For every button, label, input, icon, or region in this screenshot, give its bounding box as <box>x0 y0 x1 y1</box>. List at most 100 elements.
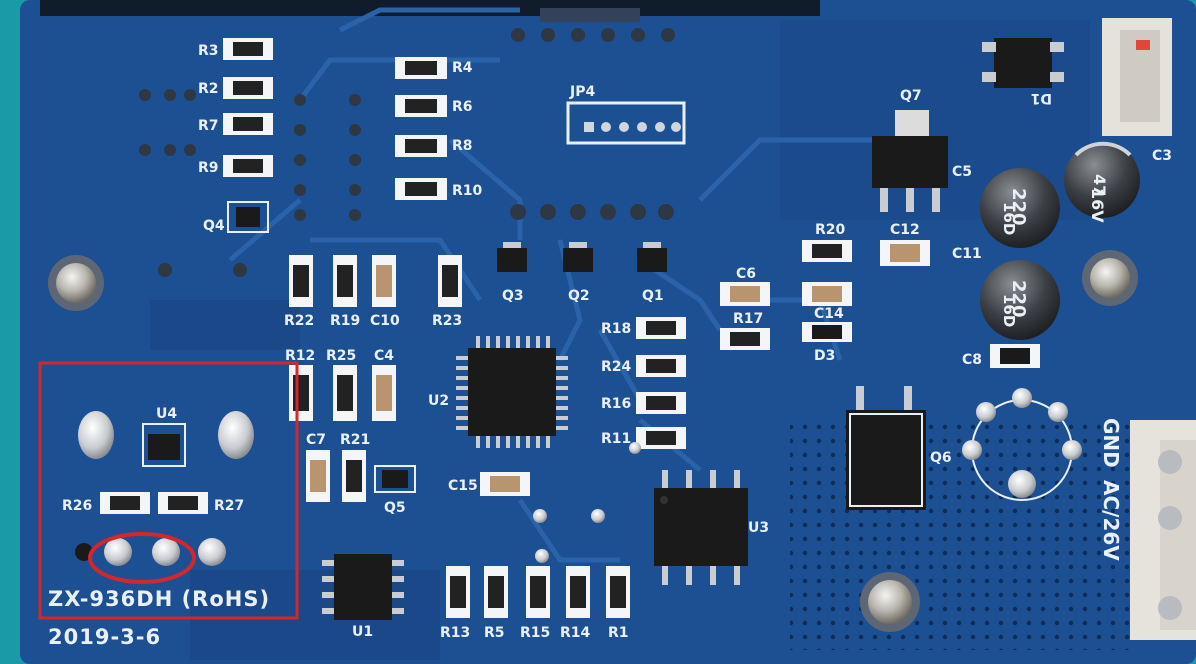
capacitor-c8 <box>990 344 1040 368</box>
label-c4: C4 <box>374 348 394 364</box>
screw-left <box>48 255 104 311</box>
label-c10: C10 <box>370 313 400 329</box>
c3-voltage: 16V <box>1088 188 1107 223</box>
resistor-r23 <box>438 255 462 307</box>
resistor-r21 <box>342 450 366 502</box>
mid-via-row <box>510 204 674 220</box>
label-ac26v: AC/26V <box>1099 480 1123 561</box>
label-q6: Q6 <box>930 450 952 466</box>
resistor-r5 <box>484 566 508 618</box>
resistor-r17 <box>720 328 770 350</box>
regulator-q7 <box>872 110 948 212</box>
label-r15: R15 <box>520 625 550 641</box>
capacitor-c3: 47 16V <box>1064 141 1140 223</box>
label-r12: R12 <box>285 348 315 364</box>
ic-u2 <box>456 336 568 448</box>
label-q1: Q1 <box>642 288 664 304</box>
u3-vias <box>533 442 641 563</box>
sensor-pad-1 <box>104 538 132 566</box>
top-right-connector <box>1102 18 1172 136</box>
right-connector <box>1130 420 1196 640</box>
label-r18: R18 <box>601 321 631 337</box>
u4-pad-left <box>78 411 114 459</box>
screw-bottom <box>860 572 920 632</box>
label-c3: C3 <box>1152 148 1172 164</box>
resistor-r9 <box>223 155 273 177</box>
label-r5: R5 <box>484 625 505 641</box>
copper-pour <box>150 300 300 350</box>
label-r2: R2 <box>198 81 219 97</box>
c11-value: 220 <box>1008 280 1029 318</box>
label-c7: C7 <box>306 432 326 448</box>
transistor-q3 <box>497 242 527 272</box>
label-r1: R1 <box>608 625 629 641</box>
resistor-r3 <box>223 38 273 60</box>
highlight-box <box>38 361 299 620</box>
label-r7: R7 <box>198 118 219 134</box>
board-date-marking: 2019-3-6 <box>48 625 161 649</box>
label-r11: R11 <box>601 431 631 447</box>
label-r4: R4 <box>452 60 473 76</box>
capacitor-c11: 220 16D <box>980 260 1060 340</box>
label-c8: C8 <box>962 352 982 368</box>
label-q3: Q3 <box>502 288 524 304</box>
label-c5: C5 <box>952 164 972 180</box>
label-r19: R19 <box>330 313 360 329</box>
potentiometer-ring <box>962 388 1082 501</box>
capacitor-c7 <box>306 450 330 502</box>
sensor-pad-2 <box>152 538 180 566</box>
label-r22: R22 <box>284 313 314 329</box>
transistor-q2 <box>563 242 593 272</box>
label-u1: U1 <box>352 624 373 640</box>
resistor-r27-body <box>168 496 198 510</box>
label-r14: R14 <box>560 625 591 641</box>
resistor-r26-body <box>110 496 140 510</box>
u4-outline <box>142 423 186 467</box>
resistor-r25 <box>333 365 357 421</box>
label-r25: R25 <box>326 348 356 364</box>
label-q2: Q2 <box>568 288 590 304</box>
c11-voltage: 16D <box>1000 294 1018 327</box>
label-q4: Q4 <box>203 218 225 234</box>
label-gnd: GND <box>1099 418 1123 468</box>
highlight-ellipse <box>88 532 196 584</box>
label-r16: R16 <box>601 396 631 412</box>
transistor-q6 <box>846 386 926 510</box>
label-q5: Q5 <box>384 500 406 516</box>
capacitor-c6 <box>720 282 770 306</box>
c5-voltage: 16D <box>1000 202 1018 235</box>
board-model-marking: ZX-936DH (RoHS) <box>48 587 270 611</box>
resistor-r13 <box>446 566 470 618</box>
resistor-r7 <box>223 113 273 135</box>
label-c15: C15 <box>448 478 478 494</box>
resistor-r20 <box>802 240 852 262</box>
label-r24: R24 <box>601 359 632 375</box>
label-r6: R6 <box>452 99 473 115</box>
label-r9: R9 <box>198 160 219 176</box>
resistor-r11 <box>636 427 686 449</box>
transistor-q1 <box>637 242 667 272</box>
c3-value: 47 <box>1090 174 1109 196</box>
resistor-r8 <box>395 135 447 157</box>
resistor-r15 <box>526 566 550 618</box>
highlighted-region <box>38 361 299 620</box>
resistor-r16 <box>636 392 686 414</box>
capacitor-c15 <box>480 472 530 496</box>
capacitor-c10 <box>372 255 396 307</box>
label-c11: C11 <box>952 246 982 262</box>
label-r26: R26 <box>62 498 92 514</box>
label-c6: C6 <box>736 266 756 282</box>
u4-chip <box>148 434 180 460</box>
capacitor-c12 <box>880 240 930 266</box>
capacitor-c4 <box>372 365 396 421</box>
ic-u1 <box>322 554 404 620</box>
resistor-r19 <box>333 255 357 307</box>
jp4-header <box>566 101 686 145</box>
resistor-r12 <box>289 365 313 421</box>
label-r13: R13 <box>440 625 470 641</box>
label-c12: C12 <box>890 222 920 238</box>
label-r23: R23 <box>432 313 462 329</box>
resistor-r10 <box>395 178 447 200</box>
